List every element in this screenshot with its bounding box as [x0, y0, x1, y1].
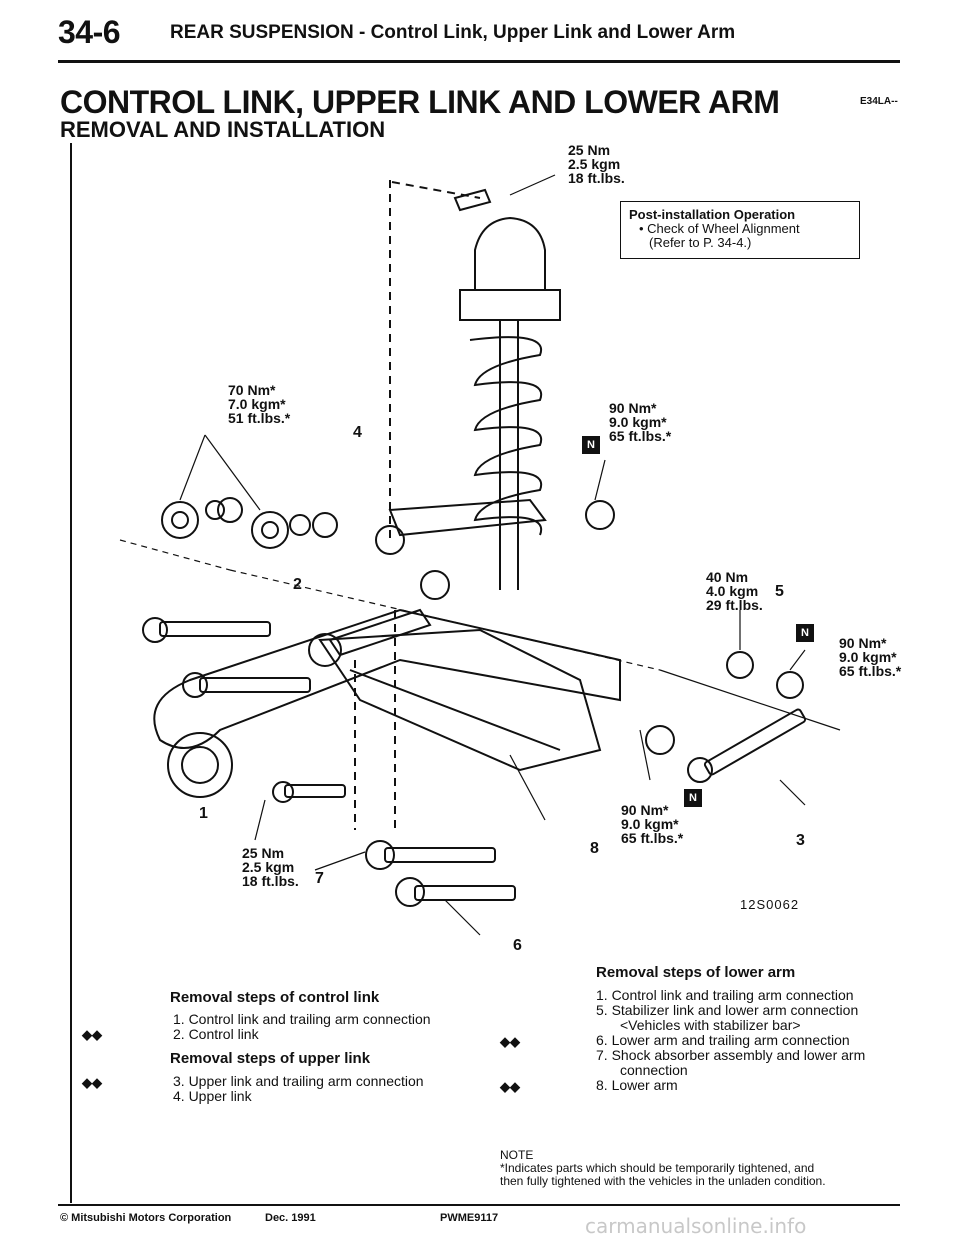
lower-arm-step: connection — [620, 1062, 688, 1078]
arrow-mark: ◆◆ — [500, 1079, 520, 1094]
note-text: *Indicates parts which should be tempora… — [500, 1161, 815, 1175]
callout-6: 6 — [513, 937, 522, 954]
n-mark: N — [684, 789, 702, 807]
upper-link-step: 3. Upper link and trailing arm connectio… — [173, 1073, 424, 1089]
lower-arm-step: 6. Lower arm and trailing arm connection — [596, 1032, 850, 1048]
note-text: then fully tightened with the vehicles i… — [500, 1174, 826, 1188]
callout-4: 4 — [353, 424, 362, 441]
upper-link-heading: Removal steps of upper link — [170, 1050, 371, 1067]
document-code: E34LA-- — [860, 96, 898, 107]
margin-rule — [70, 143, 72, 1203]
torque-label-top: 25 Nm 2.5 kgm 18 ft.lbs. — [568, 142, 625, 186]
diagram-code: 12S0062 — [740, 897, 800, 912]
footer-copyright: © Mitsubishi Motors Corporation — [60, 1212, 232, 1224]
callout-5: 5 — [775, 583, 784, 600]
torque-label-right: 90 Nm* 9.0 kgm* 65 ft.lbs.* — [839, 635, 902, 679]
note-label: NOTE — [500, 1148, 534, 1162]
note-block: NOTE *Indicates parts which should be te… — [500, 1149, 826, 1188]
arrow-mark: ◆◆ — [500, 1034, 520, 1049]
lower-arm-step: 5. Stabilizer link and lower arm connect… — [596, 1002, 859, 1018]
callout-2: 2 — [293, 576, 302, 593]
section-header: REAR SUSPENSION - Control Link, Upper Li… — [170, 22, 736, 43]
post-installation-box: Post-installation Operation • Check of W… — [620, 201, 860, 259]
lower-arm-step: 1. Control link and trailing arm connect… — [596, 987, 854, 1003]
torque-label-stabilizer: 40 Nm 4.0 kgm 29 ft.lbs. — [706, 569, 763, 613]
post-installation-ref: (Refer to P. 34-4.) — [649, 235, 752, 250]
torque-label-lower: 90 Nm* 9.0 kgm* 65 ft.lbs.* — [621, 802, 684, 846]
callout-3: 3 — [796, 832, 805, 849]
page-number: 34-6 — [58, 14, 121, 50]
lower-arm-step: 7. Shock absorber assembly and lower arm — [596, 1047, 866, 1063]
torque-label-left: 70 Nm* 7.0 kgm* 51 ft.lbs.* — [228, 382, 291, 426]
n-mark: N — [796, 624, 814, 642]
lower-arm-step: 8. Lower arm — [596, 1077, 678, 1093]
post-installation-title: Post-installation Operation — [629, 207, 796, 222]
arrow-mark: ◆◆ — [82, 1027, 102, 1042]
footer-rule — [58, 1204, 900, 1206]
post-installation-item: • Check of Wheel Alignment — [639, 221, 800, 236]
suspension-exploded-diagram — [119, 174, 841, 936]
upper-link-step: 4. Upper link — [173, 1088, 252, 1104]
lower-arm-heading: Removal steps of lower arm — [596, 964, 796, 981]
n-mark: N — [582, 436, 600, 454]
watermark: carmanualsonline.info — [585, 1214, 807, 1238]
callout-8: 8 — [590, 840, 599, 857]
arrow-mark: ◆◆ — [82, 1075, 102, 1090]
lower-arm-step: <Vehicles with stabilizer bar> — [620, 1017, 801, 1033]
control-link-heading: Removal steps of control link — [170, 989, 380, 1006]
torque-label-bottom: 25 Nm 2.5 kgm 18 ft.lbs. — [242, 845, 299, 889]
callout-1: 1 — [199, 805, 208, 822]
section-subtitle: REMOVAL AND INSTALLATION — [60, 117, 386, 142]
callout-7: 7 — [315, 870, 324, 887]
page-title: CONTROL LINK, UPPER LINK AND LOWER ARM — [60, 84, 780, 120]
torque-label-shock: 90 Nm* 9.0 kgm* 65 ft.lbs.* — [609, 400, 672, 444]
control-link-step: 2. Control link — [173, 1026, 259, 1042]
footer-code: PWME9117 — [440, 1212, 499, 1224]
control-link-step: 1. Control link and trailing arm connect… — [173, 1011, 431, 1027]
header-rule — [58, 60, 900, 63]
footer-date: Dec. 1991 — [265, 1212, 316, 1224]
